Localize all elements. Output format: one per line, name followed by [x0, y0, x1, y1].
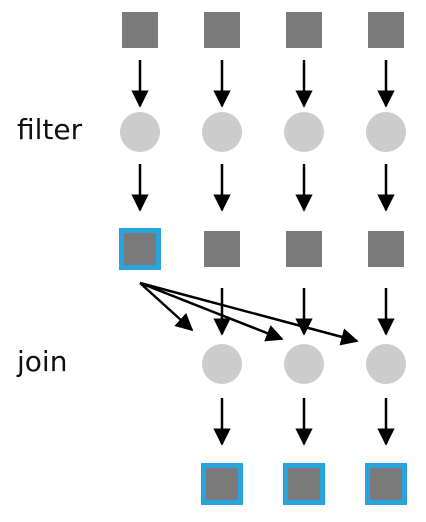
- output-square-1: [201, 463, 243, 505]
- arrow-broadcast-1: [139, 282, 194, 332]
- arrow-broadcast-2: [139, 281, 284, 342]
- input-to-filter-arrows: [131, 60, 395, 108]
- filtered-row: [119, 228, 404, 270]
- filter-circle-1: [120, 112, 160, 152]
- input-row: [122, 12, 404, 48]
- input-square-3: [286, 12, 322, 48]
- output-square-2: [283, 463, 325, 505]
- filtered-square-highlighted: [119, 228, 161, 270]
- join-to-output-arrows: [213, 398, 395, 446]
- filter-stage-label: filter: [17, 113, 83, 146]
- join-circle-2: [284, 344, 324, 384]
- filter-circle-3: [284, 112, 324, 152]
- filter-to-output-arrows: [131, 164, 395, 212]
- filter-circle-4: [366, 112, 406, 152]
- filtered-to-join-arrows: [213, 288, 395, 336]
- arrow-broadcast-3: [139, 281, 359, 346]
- join-circle-1: [202, 344, 242, 384]
- output-row: [201, 463, 407, 505]
- output-square-3: [365, 463, 407, 505]
- filter-row: [120, 112, 406, 152]
- join-row: [202, 344, 406, 384]
- filtered-square-4: [368, 231, 404, 267]
- join-circle-3: [366, 344, 406, 384]
- filter-circle-2: [202, 112, 242, 152]
- join-broadcast-arrows: [139, 281, 359, 346]
- filtered-square-3: [286, 231, 322, 267]
- input-square-2: [204, 12, 240, 48]
- filtered-square-2: [204, 231, 240, 267]
- input-square-1: [122, 12, 158, 48]
- join-stage-label: join: [17, 345, 68, 378]
- input-square-4: [368, 12, 404, 48]
